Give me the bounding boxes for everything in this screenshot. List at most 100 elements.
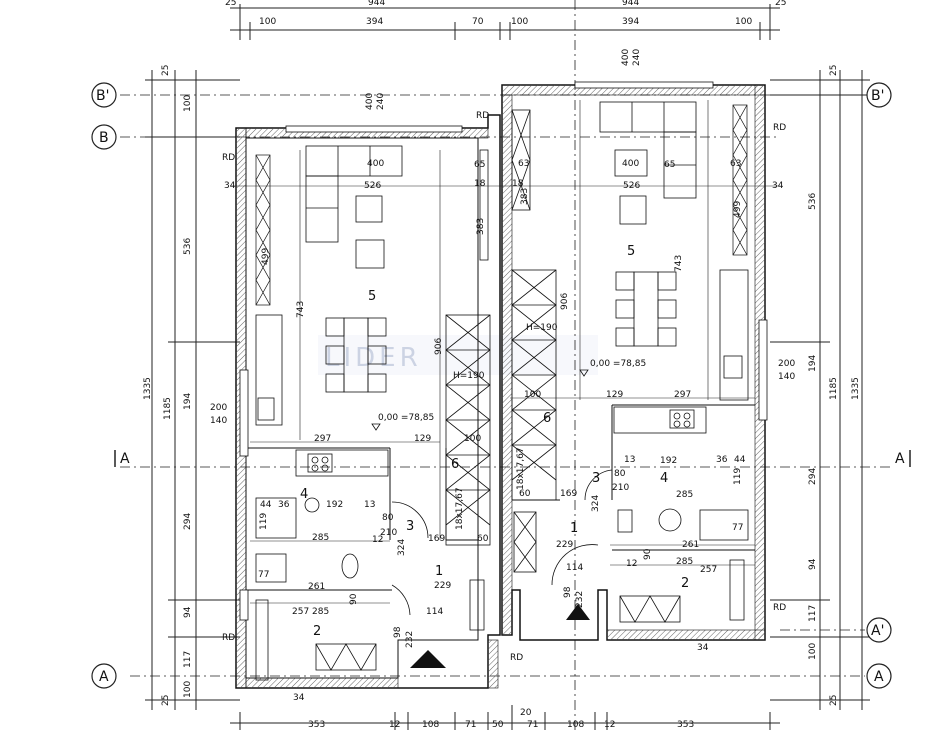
axis-bubble-a-right [866, 663, 892, 689]
dim-right-94: 94 [808, 558, 818, 570]
dim-13b: 13 [624, 455, 635, 465]
stair-height-right: H=190 [526, 323, 558, 333]
dim-left-117: 117 [183, 651, 193, 668]
dim-13a: 13 [364, 500, 375, 510]
dim-324b: 324 [591, 495, 601, 512]
dim-top-394a: 394 [366, 17, 383, 27]
room-2-right: 2 [681, 576, 689, 591]
dim-257a: 257 [292, 607, 309, 617]
dim-114a: 114 [426, 607, 443, 617]
dim-left-194: 194 [183, 393, 193, 410]
dim-98a: 98 [393, 626, 403, 638]
kitchen-counter-left [255, 314, 389, 477]
top-dimension-lines [230, 4, 780, 40]
windows-right [574, 81, 768, 421]
dim-65b: 65 [664, 160, 675, 170]
dim-499b: 499 [733, 201, 743, 218]
bathroom-left [255, 497, 377, 681]
dim-240a: 240 [376, 93, 386, 110]
dim-34d: 34 [697, 643, 709, 653]
dim-left-536: 536 [183, 238, 193, 255]
dim-140a: 140 [210, 416, 227, 426]
dim-77a: 77 [258, 570, 269, 580]
dim-77b: 77 [732, 523, 743, 533]
dim-240b: 240 [632, 49, 642, 66]
dim-229a: 229 [434, 581, 451, 591]
interior-dimension-lines [230, 100, 780, 604]
stairs-right [511, 269, 557, 573]
wardrobe-left [255, 154, 271, 306]
dim-right-536: 536 [808, 193, 818, 210]
sofa-right [599, 101, 697, 225]
dim-bot-108a: 108 [422, 720, 439, 730]
dim-top-944b: 944 [622, 0, 639, 8]
dim-bot-12a: 12 [389, 720, 400, 730]
dim-80b: 80 [614, 469, 626, 479]
room-3-right: 3 [592, 471, 600, 486]
dim-top-25a: 25 [225, 0, 236, 8]
dim-left-1335: 1335 [143, 377, 153, 400]
dim-285d: 285 [676, 557, 693, 567]
windows-left [239, 125, 463, 621]
entry-arrow-right [566, 604, 590, 620]
room-2-left: 2 [313, 624, 321, 639]
partitions-right [512, 404, 755, 551]
dim-top-70: 70 [472, 17, 484, 27]
dim-192b: 192 [660, 456, 677, 466]
section-label-a-left: A [120, 451, 130, 467]
axis-bubble-bprime-left [91, 82, 117, 108]
dim-169a: 169 [428, 534, 445, 544]
dim-200b: 200 [778, 359, 795, 369]
dim-top-944a: 944 [368, 0, 385, 8]
dim-34c: 34 [293, 693, 305, 703]
central-shaft [479, 109, 531, 261]
dim-324a: 324 [397, 539, 407, 556]
dim-right-25b: 25 [829, 695, 839, 706]
dim-left-25b: 25 [161, 695, 171, 706]
dim-bot-12b: 12 [604, 720, 615, 730]
dim-100b: 100 [524, 390, 541, 400]
axis-label-bprime-left: B' [96, 88, 109, 104]
dim-906b: 906 [560, 293, 570, 310]
dim-285a: 285 [312, 533, 329, 543]
stair-run-left: 18x17,67 [455, 487, 465, 530]
dim-36b: 36 [716, 455, 728, 465]
dim-bot-353a: 353 [308, 720, 325, 730]
dim-80a: 80 [382, 513, 394, 523]
dim-right-1185: 1185 [829, 377, 839, 400]
bottom-dimension-lines [230, 705, 780, 730]
dim-100a: 100 [464, 434, 481, 444]
axis-label-bprime-right: B' [871, 88, 884, 104]
dim-210b: 210 [612, 483, 629, 493]
dim-169b: 169 [560, 489, 577, 499]
dim-232a: 232 [405, 631, 415, 648]
room-5-left: 5 [368, 289, 376, 304]
room-3-left: 3 [406, 519, 414, 534]
dim-400a: 400 [367, 159, 384, 169]
room-5-right: 5 [627, 244, 635, 259]
rd-6: RD [773, 603, 786, 613]
stair-height-left: H=190 [453, 371, 485, 381]
dim-63a: 63 [518, 159, 529, 169]
dim-526a: 526 [364, 181, 381, 191]
axis-label-a-right: A [874, 669, 884, 685]
dim-top-25b: 25 [775, 0, 786, 8]
dim-140b: 140 [778, 372, 795, 382]
dim-526b: 526 [623, 181, 640, 191]
dim-129b: 129 [606, 390, 623, 400]
dim-499a: 499 [261, 248, 271, 265]
axis-bubble-a-left [91, 663, 117, 689]
dim-297a: 297 [314, 434, 331, 444]
axis-bubble-bprime-right [866, 82, 892, 108]
dim-261b: 261 [682, 540, 699, 550]
dim-906a: 906 [434, 338, 444, 355]
walls-left-unit [235, 114, 501, 689]
dim-229b: 229 [556, 540, 573, 550]
dining-table-right [615, 271, 677, 347]
dim-60a: 60 [477, 534, 489, 544]
dim-400b: 400 [622, 159, 639, 169]
dim-192a: 192 [326, 500, 343, 510]
dim-top-100b: 100 [511, 17, 528, 27]
dim-right-117: 117 [808, 605, 818, 622]
dim-left-100b: 100 [183, 681, 193, 698]
